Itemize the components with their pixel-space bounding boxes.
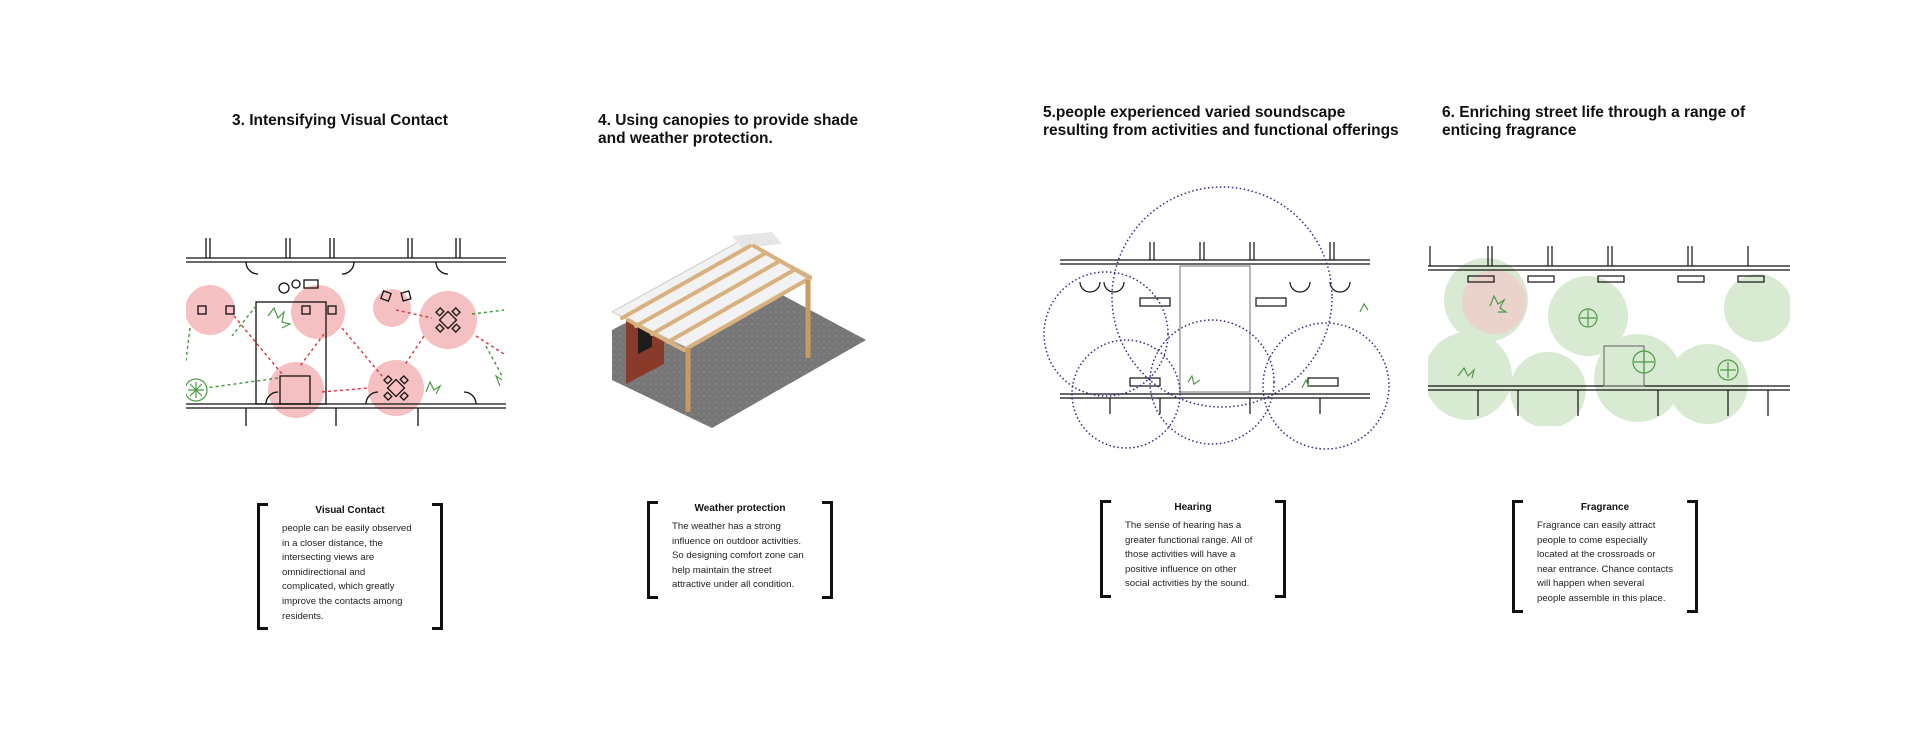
visual-contact-diagram [186, 238, 506, 426]
canopy-beams [620, 244, 812, 352]
hearing-card: Hearing The sense of hearing has a great… [1100, 500, 1286, 598]
card-body: The weather has a strong influence on ou… [672, 521, 804, 591]
card-body: The sense of hearing has a greater funct… [1125, 520, 1253, 590]
red-sight-lines [233, 309, 505, 393]
visual-contact-card: Visual Contact people can be easily obse… [257, 503, 443, 631]
fragrance-card: Fragrance Fragrance can easily attract p… [1512, 500, 1698, 613]
green-sight-lines [186, 305, 505, 389]
plant-icon [1457, 294, 1739, 381]
fragrance-diagram [1428, 246, 1790, 426]
card-title: Weather protection [694, 503, 786, 514]
plan-walls [186, 238, 506, 426]
canopy-fabric [612, 239, 814, 349]
canopy-posts [685, 280, 811, 412]
visual-zones [186, 285, 477, 418]
card-title: Hearing [1174, 502, 1212, 513]
plan-walls [1428, 246, 1790, 416]
heading-fragrance: 6. Enriching street life through a range… [1442, 104, 1746, 139]
card-title: Visual Contact [315, 505, 385, 516]
plan-walls [1060, 242, 1370, 414]
heading-weather-protection: 4. Using canopies to provide shade and w… [598, 112, 859, 147]
card-title: Fragrance [1580, 502, 1630, 513]
heading-visual-contact: 3. Intensifying Visual Contact [232, 112, 448, 129]
plant-icon [1187, 302, 1369, 389]
heading-soundscape: 5.people experienced varied soundscape r… [1043, 104, 1399, 139]
plant-icon [186, 306, 503, 402]
card-body: Fragrance can easily attract people to c… [1537, 520, 1673, 604]
soundscape-diagram [1043, 186, 1390, 450]
card-body: people can be easily observed in a close… [282, 523, 412, 622]
fragrance-pink-zone [1462, 270, 1526, 334]
weather-protection-card: Weather protection The weather has a str… [647, 501, 833, 599]
canopy-diagram [612, 232, 866, 428]
sound-range-circles [1043, 186, 1390, 450]
